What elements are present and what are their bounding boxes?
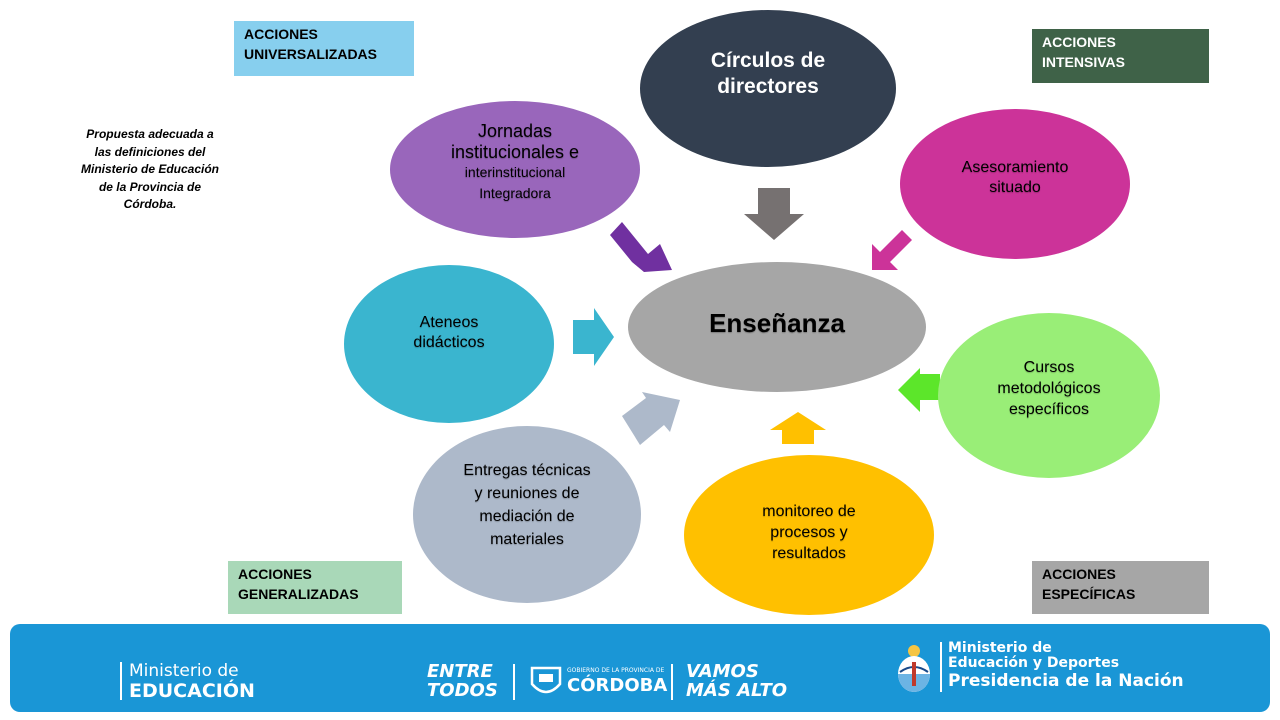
- jornadas-line1: Jornadas: [477, 120, 553, 141]
- entregas-line1: Entregas técnicas: [463, 461, 591, 479]
- node-ateneos-didacticos: Ateneos didácticos: [344, 265, 554, 423]
- arrow-from-cursos: [898, 368, 940, 412]
- monitoreo-line2: procesos y: [770, 523, 848, 541]
- arrow-from-asesoramiento: [872, 230, 912, 270]
- center-ensenanza-label: Enseñanza: [709, 307, 845, 338]
- footer-ministerio-line1: Ministerio de: [129, 661, 239, 681]
- monitoreo-line3: resultados: [772, 544, 846, 562]
- label-acciones-generalizadas: ACCIONES GENERALIZADAS: [228, 561, 402, 614]
- entregas-line3: mediación de: [479, 507, 575, 525]
- monitoreo-line1: monitoreo de: [762, 502, 856, 520]
- footer-nacion-line3: Presidencia de la Nación: [948, 671, 1184, 691]
- footer-nacion-line2: Educación y Deportes: [948, 655, 1120, 671]
- circulos-line1: Círculos de: [710, 48, 826, 72]
- entregas-line4: materiales: [490, 530, 564, 548]
- footer-ministerio-line2: EDUCACIÓN: [129, 680, 255, 702]
- arrow-from-jornadas: [610, 222, 672, 272]
- arrow-from-ateneos: [573, 308, 614, 366]
- separator-1: [513, 664, 515, 700]
- ateneos-line2: didácticos: [413, 334, 485, 351]
- arrow-from-entregas: [622, 392, 680, 445]
- cursos-line3: específicos: [1008, 401, 1090, 418]
- national-shield-icon: [898, 645, 930, 692]
- node-jornadas-institucionales: Jornadas institucionales e interinstituc…: [390, 101, 640, 238]
- cordoba-seal-icon: [530, 666, 562, 694]
- cursos-line1: Cursos: [1023, 359, 1075, 376]
- asesoramiento-line1: Asesoramiento: [961, 159, 1069, 176]
- circulos-line2: directores: [717, 74, 819, 98]
- arrow-from-monitoreo: [770, 412, 826, 444]
- node-cursos-metodologicos: Cursos metodológicos específicos: [938, 313, 1160, 478]
- footer-gobierno: GOBIERNO DE LA PROVINCIA DE: [567, 667, 665, 674]
- ministerio-bar: [120, 662, 122, 700]
- jornadas-line3: interinstitucional: [464, 163, 566, 180]
- label-acciones-intensivas: ACCIONES INTENSIVAS: [1032, 29, 1209, 83]
- nacion-bar: [940, 642, 942, 692]
- jornadas-line4: Integradora: [479, 184, 551, 201]
- separator-2: [671, 664, 673, 700]
- node-monitoreo: monitoreo de procesos y resultados: [684, 455, 934, 615]
- node-circulos-de-directores: Círculos de directores: [640, 10, 896, 167]
- footer-nacion-line1: Ministerio de: [948, 640, 1052, 656]
- node-entregas-tecnicas: Entregas técnicas y reuniones de mediaci…: [413, 426, 641, 603]
- footer-entre: ENTRE: [427, 661, 493, 682]
- footer-todos: TODOS: [427, 680, 498, 701]
- ateneos-line1: Ateneos: [419, 314, 479, 331]
- jornadas-line2: institucionales e: [450, 141, 580, 162]
- footer-mas-alto: MÁS ALTO: [686, 680, 788, 701]
- node-asesoramiento-situado: Asesoramiento situado: [900, 109, 1130, 259]
- footer-vamos: VAMOS: [686, 661, 759, 682]
- asesoramiento-line2: situado: [989, 179, 1041, 196]
- arrow-from-circulos: [744, 188, 804, 240]
- cursos-line2: metodológicos: [997, 380, 1101, 397]
- label-acciones-especificas: ACCIONES ESPECÍFICAS: [1032, 561, 1209, 614]
- footer-banner: Ministerio de EDUCACIÓN ENTRE TODOS GOBI…: [10, 624, 1270, 712]
- footer-cordoba: CÓRDOBA: [567, 675, 668, 696]
- center-ensenanza: Enseñanza: [628, 262, 926, 392]
- entregas-line2: y reuniones de: [474, 484, 580, 502]
- label-acciones-universalizadas: ACCIONES UNIVERSALIZADAS: [234, 21, 414, 76]
- proposal-note: Propuesta adecuada a las definiciones de…: [80, 127, 220, 211]
